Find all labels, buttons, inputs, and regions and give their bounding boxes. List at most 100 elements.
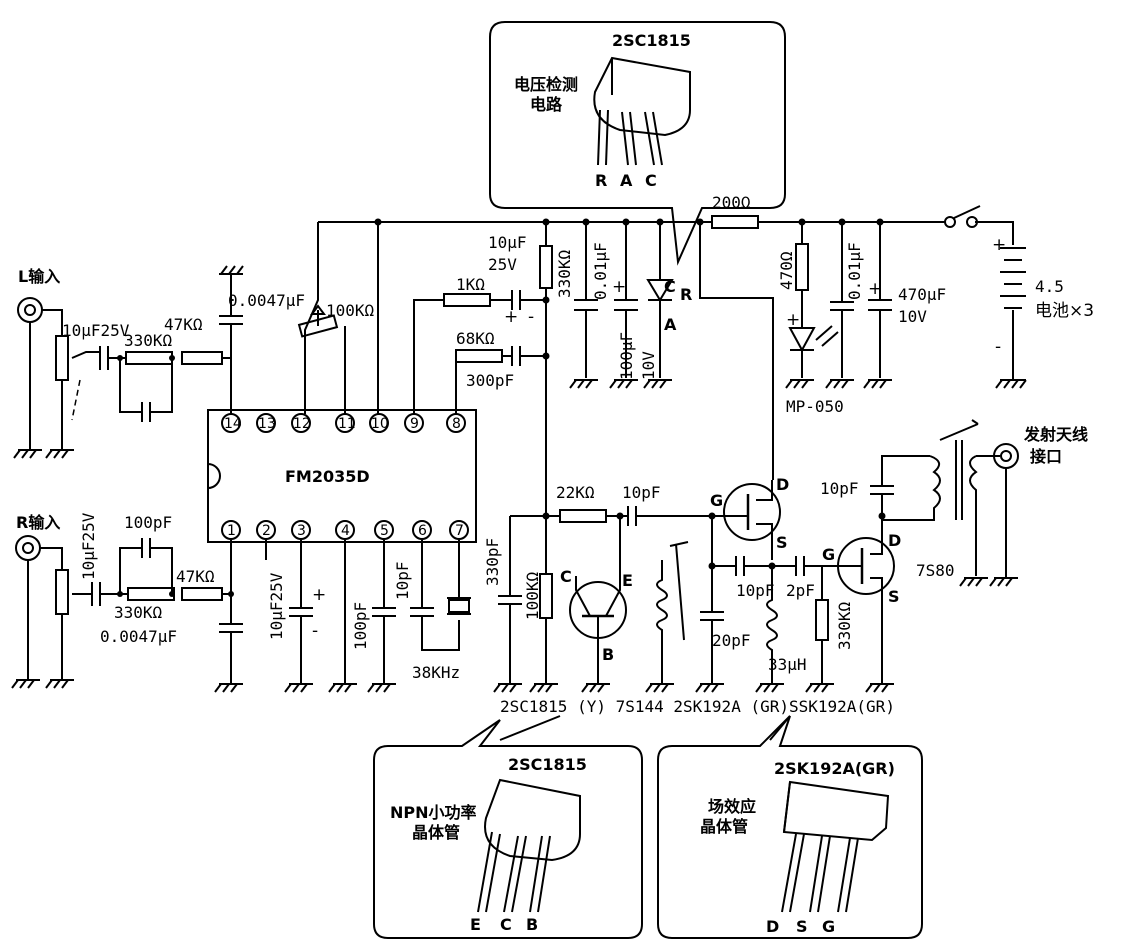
ground-icon bbox=[695, 683, 724, 693]
label-1k: 1KΩ bbox=[456, 275, 485, 294]
crystal-label: 38KHz bbox=[412, 663, 460, 682]
ground-icon bbox=[11, 679, 40, 689]
antenna-jack-icon bbox=[993, 443, 1019, 469]
left-input: L输入 10μF25V 330KΩ 47KΩ bbox=[13, 267, 231, 459]
label-33u: 33μH bbox=[768, 655, 807, 674]
label-001: 0.01μF bbox=[591, 242, 610, 300]
pot-100k: 100KΩ bbox=[297, 301, 375, 414]
label-100u: 100μF bbox=[617, 332, 636, 380]
svg-text:+: + bbox=[786, 310, 800, 330]
fet1-pin-s: S bbox=[776, 533, 788, 552]
inset-br-desc1: 场效应 bbox=[708, 797, 756, 816]
resistor-68k: 68KΩ 300pF bbox=[455, 329, 546, 414]
label-330k-r: 330KΩ bbox=[114, 603, 163, 622]
ground-icon bbox=[214, 683, 243, 693]
ic-top-pins: 14 13 12 11 10 9 8 bbox=[221, 413, 466, 433]
parts-line: 2SC1815 (Y) 7S144 2SK192A (GR)SSK192A(GR… bbox=[500, 697, 895, 716]
inset-bl-desc1: NPN小功率 bbox=[390, 803, 477, 822]
svg-text:+: + bbox=[504, 307, 518, 327]
inset-br-pin-d: D bbox=[766, 917, 779, 936]
inductor-33uh: 33μH bbox=[755, 566, 807, 693]
label-47k-r: 47KΩ bbox=[176, 567, 215, 586]
npn-pin-c: C bbox=[560, 567, 572, 586]
svg-text:+: + bbox=[992, 235, 1006, 255]
label-10p-b: 10pF bbox=[736, 581, 775, 600]
resistor-200: 200Ω bbox=[711, 193, 759, 229]
right-input-label: R输入 bbox=[16, 513, 60, 532]
label-10u-a: 10μF bbox=[488, 233, 527, 252]
label-300p: 300pF bbox=[466, 371, 514, 390]
inset-bl-pin-b: B bbox=[526, 915, 538, 934]
ic-pin-5: 5 bbox=[380, 523, 389, 539]
battery-label: 电池×3 bbox=[1035, 301, 1094, 321]
ground-icon bbox=[493, 683, 522, 693]
ic-pin-8: 8 bbox=[452, 416, 461, 432]
ic-pin-11: 11 bbox=[338, 416, 356, 432]
fet-package-icon bbox=[781, 780, 890, 913]
ic-label: FM2035D bbox=[285, 467, 370, 486]
resistor-1k: 1KΩ +- bbox=[413, 275, 546, 414]
ic-pin-13: 13 bbox=[258, 416, 276, 432]
label-470u-v: 10V bbox=[898, 307, 927, 326]
inset-bl-desc2: 晶体管 bbox=[412, 823, 460, 842]
led-mp050: + MP-050 bbox=[785, 310, 844, 416]
resistor-330k-vertical: 330KΩ 10μF 25V bbox=[488, 222, 574, 510]
fet2-pin-s: S bbox=[888, 587, 900, 606]
ic-pin-7: 7 bbox=[455, 523, 464, 539]
antenna-tank: 10pF 7S80 发射天线 接口 bbox=[820, 419, 1088, 587]
inset-bottom-left: 2SC1815 NPN小功率 晶体管 E C B bbox=[373, 719, 643, 939]
ground-icon bbox=[863, 379, 892, 389]
ground-icon bbox=[609, 379, 638, 389]
ic-pin-9: 9 bbox=[410, 416, 419, 432]
fet1-pin-d: D bbox=[776, 475, 789, 494]
inset-pointers bbox=[499, 715, 791, 741]
label-100k: 100KΩ bbox=[523, 571, 542, 620]
cap-0047-left: 0.0047μF bbox=[219, 265, 305, 414]
label-330k-l: 330KΩ bbox=[124, 331, 173, 350]
ground-icon bbox=[13, 449, 42, 459]
right-input: R输入 10μF25V 100pF 330KΩ 47KΩ 0.0047μF bbox=[11, 512, 243, 693]
ic-bottom-pins: 1 2 3 4 5 6 7 bbox=[221, 520, 469, 540]
label-22k: 22KΩ bbox=[556, 483, 595, 502]
ground-icon bbox=[755, 683, 784, 693]
fet1-pin-g: G bbox=[710, 491, 723, 510]
left-input-label: L输入 bbox=[18, 267, 60, 286]
label-330p: 330pF bbox=[483, 538, 502, 586]
cap-001-left: 0.01μF bbox=[569, 222, 610, 389]
ground-icon bbox=[865, 683, 894, 693]
svg-text:+: + bbox=[612, 277, 626, 297]
label-c-in-r: 10μF25V bbox=[79, 512, 98, 580]
antenna-label-1: 发射天线 bbox=[1023, 425, 1088, 444]
label-100p-r: 100pF bbox=[124, 513, 172, 532]
fet2-pin-g: G bbox=[822, 545, 835, 564]
label-20p: 20pF bbox=[712, 631, 751, 650]
ground-icon bbox=[45, 449, 74, 459]
ic-pin-6: 6 bbox=[418, 523, 427, 539]
inset-br-title: 2SK192A(GR) bbox=[774, 759, 895, 778]
ic-pin-1: 1 bbox=[227, 523, 236, 539]
battery-voltage: 4.5 bbox=[1035, 277, 1064, 296]
supply-rail bbox=[304, 218, 1014, 414]
svg-text:+: + bbox=[868, 279, 882, 299]
label-c-in-l: 10μF25V bbox=[62, 321, 130, 340]
jack-icon bbox=[15, 535, 41, 561]
ground-icon bbox=[805, 683, 834, 693]
npn-pin-e: E bbox=[622, 571, 633, 590]
inset-top: 2SC1815 电压检测 电路 R A C bbox=[489, 21, 786, 266]
antenna-label-2: 接口 bbox=[1030, 447, 1062, 466]
inset-br-pin-s: S bbox=[796, 917, 808, 936]
pin-a: A bbox=[664, 315, 677, 334]
label-10p-a: 10pF bbox=[622, 483, 661, 502]
cap-100u: + 100μF 10V bbox=[609, 222, 658, 389]
inset-top-desc1: 电压检测 bbox=[514, 75, 578, 94]
inset-br-desc2: 晶体管 bbox=[700, 817, 748, 836]
ic-pin-12: 12 bbox=[293, 416, 311, 432]
inset-top-desc2: 电路 bbox=[530, 95, 563, 114]
label-100p-pin4: 100pF bbox=[351, 602, 370, 650]
label-470: 470Ω bbox=[777, 251, 796, 290]
svg-text:-: - bbox=[528, 307, 534, 327]
ground-icon bbox=[825, 379, 854, 389]
inset-top-pin-a: A bbox=[620, 171, 633, 190]
inset-top-pin-r: R bbox=[595, 171, 607, 190]
pin-caps: 10μF25V +- 100pF 10pF 38KHz bbox=[265, 540, 471, 693]
